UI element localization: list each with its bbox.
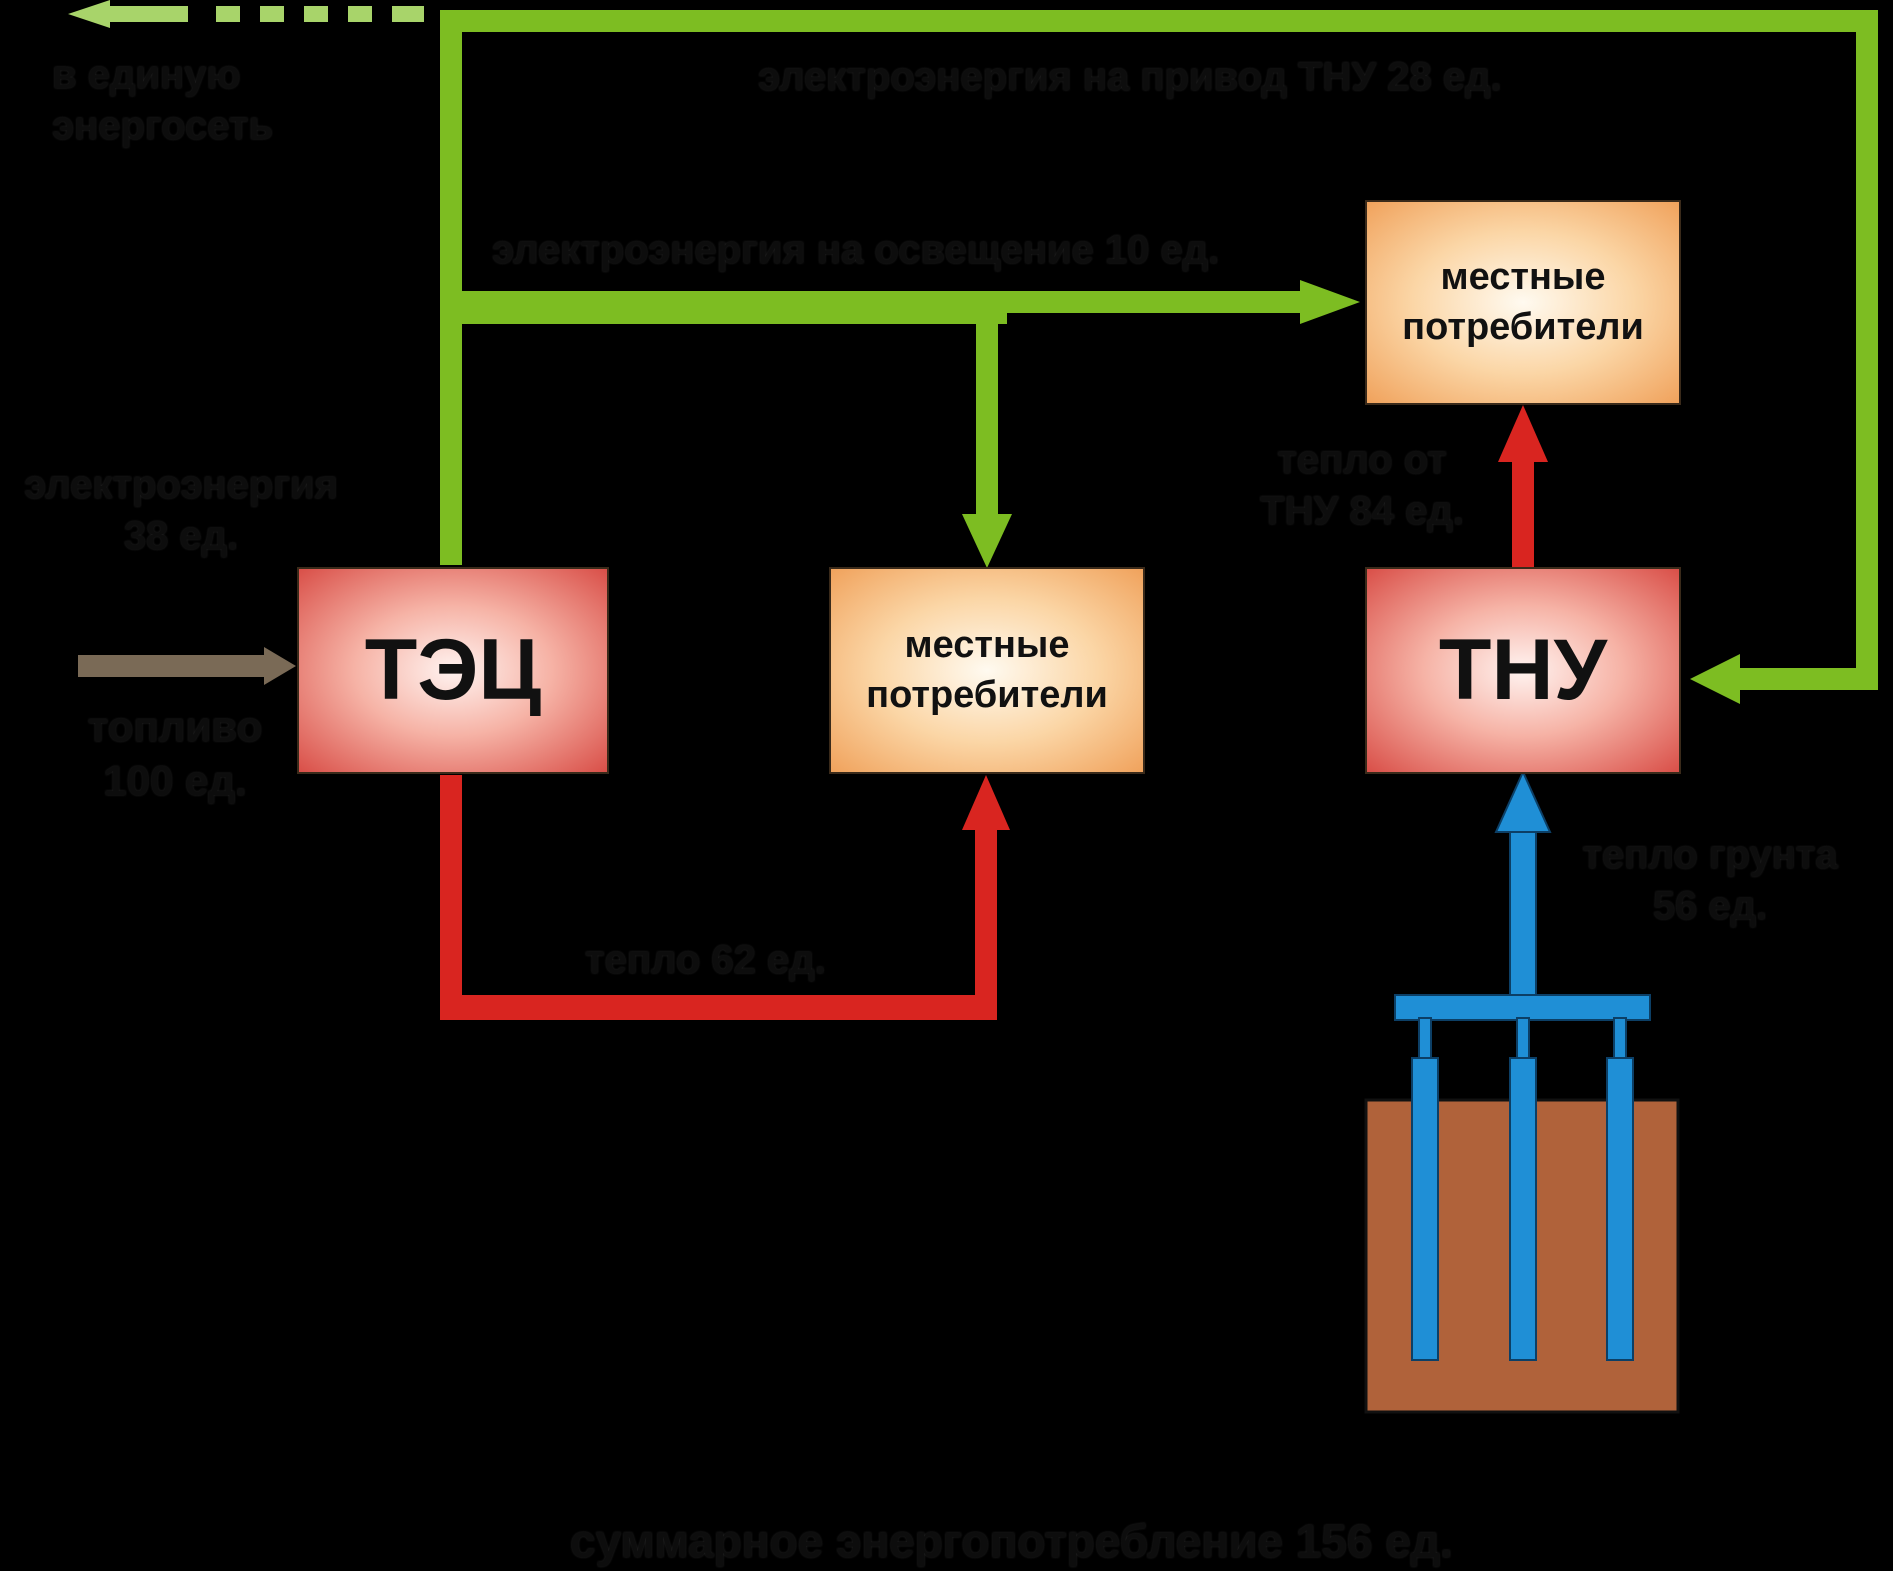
chp-heat-arrowhead	[962, 775, 1010, 830]
grid-export-segment	[106, 6, 188, 22]
fuel-arrowhead	[264, 647, 296, 685]
heat-flow-lines	[440, 405, 1548, 1020]
consumer-mid-feed-line	[976, 302, 998, 522]
ground-loop	[1364, 769, 1680, 1414]
borehole-connector	[1613, 1017, 1627, 1063]
grid-export-dash	[216, 6, 240, 22]
hp-heat-arrowhead	[1498, 405, 1548, 462]
chp-heat-bottom-line	[440, 995, 997, 1020]
electric-right-line	[1856, 10, 1878, 690]
ground-heat-riser	[1509, 827, 1537, 1001]
ground-loop-manifold	[1394, 994, 1651, 1021]
fuel-arrow	[78, 647, 296, 685]
consumer-mid-arrowhead	[962, 514, 1012, 568]
consumers-box-top: местные потребители	[1365, 200, 1681, 405]
grid-export-dash	[260, 6, 284, 22]
consumers-box-middle: местные потребители	[829, 567, 1145, 774]
borehole-connector	[1418, 1017, 1432, 1063]
grid-export-dash	[304, 6, 328, 22]
lighting-label: электроэнергия на освещение 10 ед.	[492, 228, 1220, 272]
hp-drive-arrowhead	[1690, 654, 1740, 704]
chp-heat-up-line	[975, 820, 997, 1020]
borehole-probe	[1509, 1057, 1537, 1361]
borehole-probe	[1411, 1057, 1439, 1361]
electric-flow-lines	[440, 10, 1878, 704]
electricity-output-label: электроэнергия 38 ед.	[24, 463, 338, 559]
ground-heat-label: тепло грунта 56 ед.	[1582, 833, 1838, 929]
grid-export-dash	[392, 6, 424, 22]
hp-heat-up-line	[1512, 455, 1534, 567]
electric-top-line	[440, 10, 1878, 32]
grid-export-dash	[348, 6, 372, 22]
borehole-probe	[1606, 1057, 1634, 1361]
chp-box: ТЭЦ	[297, 567, 609, 774]
hp-drive-label: электроэнергия на привод ТНУ 28 ед.	[758, 55, 1502, 99]
lighting-arrowhead	[1300, 280, 1360, 324]
heat-pump-box: ТНУ	[1365, 567, 1681, 774]
electric-return-line	[1735, 668, 1878, 690]
chp-heat-down-line	[440, 775, 462, 1020]
borehole-connector	[1516, 1017, 1530, 1063]
grid-export-arrow	[68, 0, 424, 28]
fuel-arrow-shaft	[78, 655, 268, 677]
grid-export-label: в единую энергосеть	[52, 53, 274, 149]
electric-riser-line	[440, 10, 462, 565]
branch-line	[440, 302, 1007, 324]
grid-export-arrowhead	[68, 0, 110, 28]
hp-heat-label: тепло от ТНУ 84 ед.	[1260, 438, 1464, 534]
chp-heat-label: тепло 62 ед.	[585, 938, 826, 982]
fuel-input-label: топливо 100 ед.	[87, 703, 263, 804]
ground-heat-arrowhead	[1494, 769, 1552, 833]
total-consumption-label: суммарное энергопотребление 156 ед.	[570, 1515, 1453, 1567]
